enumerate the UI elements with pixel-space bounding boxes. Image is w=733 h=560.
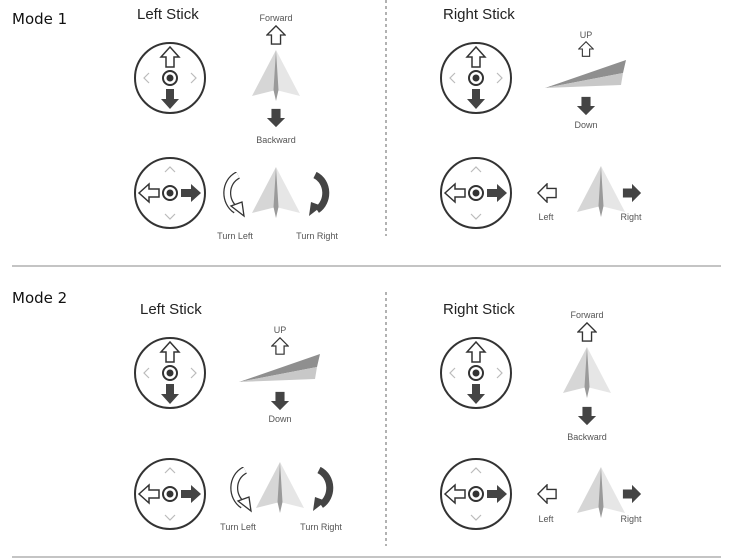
arrow-left-icon	[537, 484, 557, 504]
label-forward: Forward	[259, 13, 292, 23]
right-stick-vertical-icon	[440, 42, 512, 114]
plane-side-view-icon	[239, 354, 320, 382]
label-backward: Backward	[256, 135, 296, 145]
left-stick-vertical-icon	[134, 42, 206, 114]
right-stick-title: Right Stick	[443, 6, 515, 23]
plane-top-view-icon	[577, 166, 625, 217]
right-stick-horizontal-icon	[440, 458, 512, 530]
label-turn-left: Turn Left	[220, 522, 256, 532]
turn-right-arrow-icon	[309, 175, 326, 216]
mode-1-section: Mode 1 Left Stick Forward Backward Turn …	[12, 6, 642, 241]
label-down: Down	[574, 120, 597, 130]
label-backward: Backward	[567, 432, 607, 442]
left-stick-title: Left Stick	[137, 6, 199, 23]
arrow-up-icon	[577, 322, 597, 342]
label-left: Left	[538, 212, 554, 222]
label-right: Right	[620, 514, 642, 524]
turn-right-arrow-icon	[313, 470, 330, 511]
arrow-right-icon	[622, 484, 642, 504]
turn-left-arrow-icon	[234, 470, 251, 511]
arrow-right-icon	[622, 183, 642, 203]
label-down: Down	[268, 414, 291, 424]
plane-top-view-icon	[252, 50, 300, 101]
right-stick-title: Right Stick	[443, 301, 515, 318]
left-stick-vertical-icon	[134, 337, 206, 409]
mode-title: Mode 1	[12, 10, 67, 28]
arrow-up-icon	[578, 41, 594, 57]
left-stick-horizontal-icon	[134, 157, 206, 229]
arrow-down-icon	[577, 406, 597, 426]
plane-top-view-icon	[577, 467, 625, 518]
right-stick-vertical-icon	[440, 337, 512, 409]
label-up: UP	[580, 30, 593, 40]
label-turn-left: Turn Left	[217, 231, 253, 241]
turn-left-arrow-icon	[227, 175, 244, 216]
mode-2-section: Mode 2 Left Stick UP Down Turn Left Turn…	[12, 289, 642, 532]
label-forward: Forward	[570, 310, 603, 320]
mode-title: Mode 2	[12, 289, 67, 307]
arrow-up-icon	[271, 337, 289, 355]
label-turn-right: Turn Right	[300, 522, 342, 532]
plane-side-view-icon	[545, 60, 626, 88]
arrow-down-icon	[270, 391, 290, 411]
left-stick-title: Left Stick	[140, 301, 202, 318]
label-up: UP	[274, 325, 287, 335]
arrow-left-icon	[537, 183, 557, 203]
plane-top-view-icon	[252, 167, 300, 218]
arrow-down-icon	[266, 108, 286, 128]
arrow-down-icon	[576, 96, 596, 116]
plane-top-view-icon	[256, 462, 304, 513]
right-stick-horizontal-icon	[440, 157, 512, 229]
label-right: Right	[620, 212, 642, 222]
label-turn-right: Turn Right	[296, 231, 338, 241]
plane-top-view-icon	[563, 347, 611, 398]
arrow-up-icon	[266, 25, 286, 45]
left-stick-horizontal-icon	[134, 458, 206, 530]
label-left: Left	[538, 514, 554, 524]
